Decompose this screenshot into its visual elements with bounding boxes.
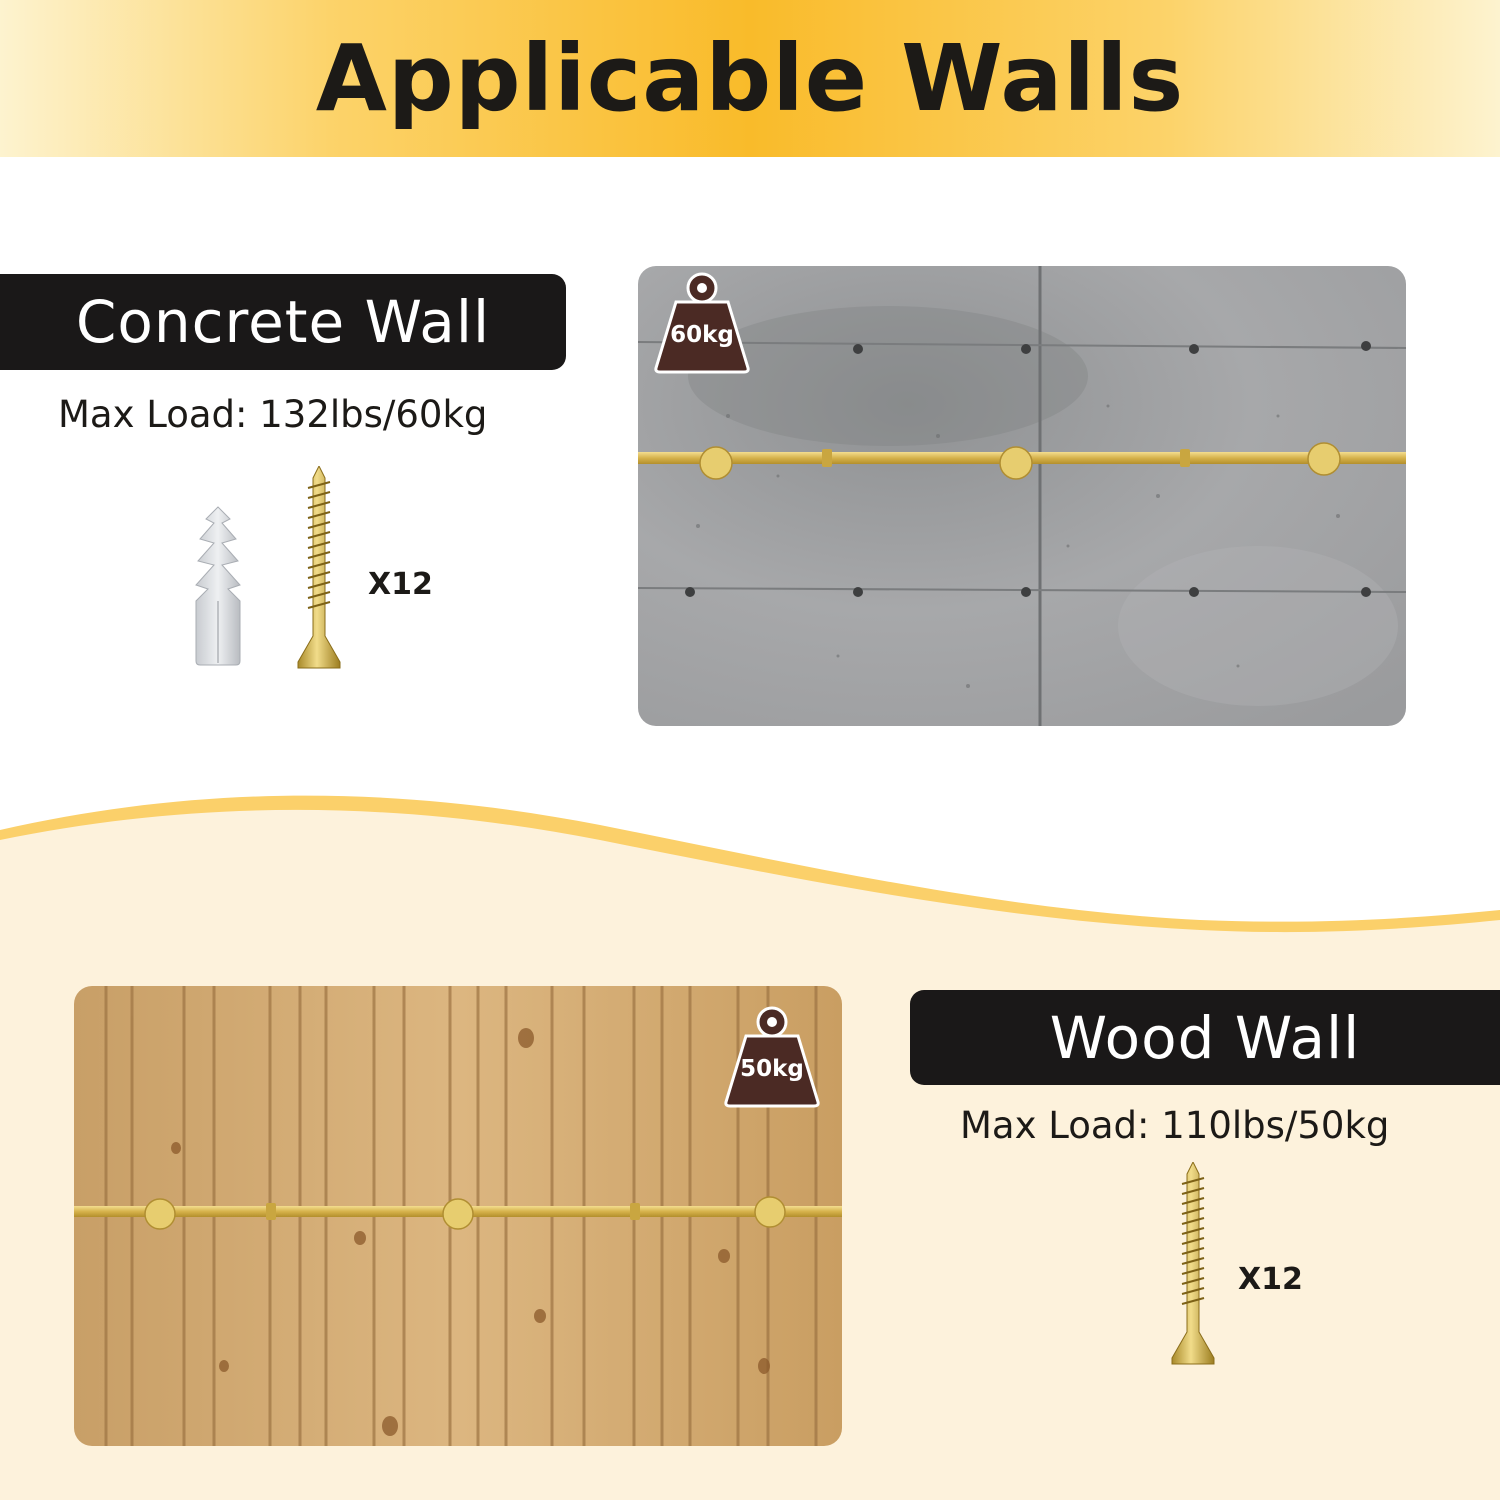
wall-anchor-icon xyxy=(195,506,241,666)
wood-wall-label-text: Wood Wall xyxy=(1049,1003,1361,1072)
concrete-wall-image xyxy=(638,266,1406,726)
page-title: Applicable Walls xyxy=(315,25,1185,132)
wood-max-load: Max Load: 110lbs/50kg xyxy=(960,1104,1390,1147)
concrete-weight-badge: 60kg xyxy=(670,322,734,348)
header-banner: Applicable Walls xyxy=(0,0,1500,157)
wood-wall-label: Wood Wall xyxy=(910,990,1500,1085)
weight-icon: 50kg xyxy=(722,1004,822,1108)
concrete-quantity: X12 xyxy=(368,567,433,602)
screw-icon xyxy=(297,466,341,669)
wood-wall-image xyxy=(74,986,842,1446)
concrete-wall-label-text: Concrete Wall xyxy=(75,288,491,356)
weight-icon: 60kg xyxy=(652,270,752,374)
screw-icon xyxy=(1171,1162,1215,1365)
concrete-max-load: Max Load: 132lbs/60kg xyxy=(58,393,488,436)
wood-weight-badge: 50kg xyxy=(740,1056,804,1082)
wood-quantity: X12 xyxy=(1238,1262,1303,1297)
concrete-wall-label: Concrete Wall xyxy=(0,274,566,370)
